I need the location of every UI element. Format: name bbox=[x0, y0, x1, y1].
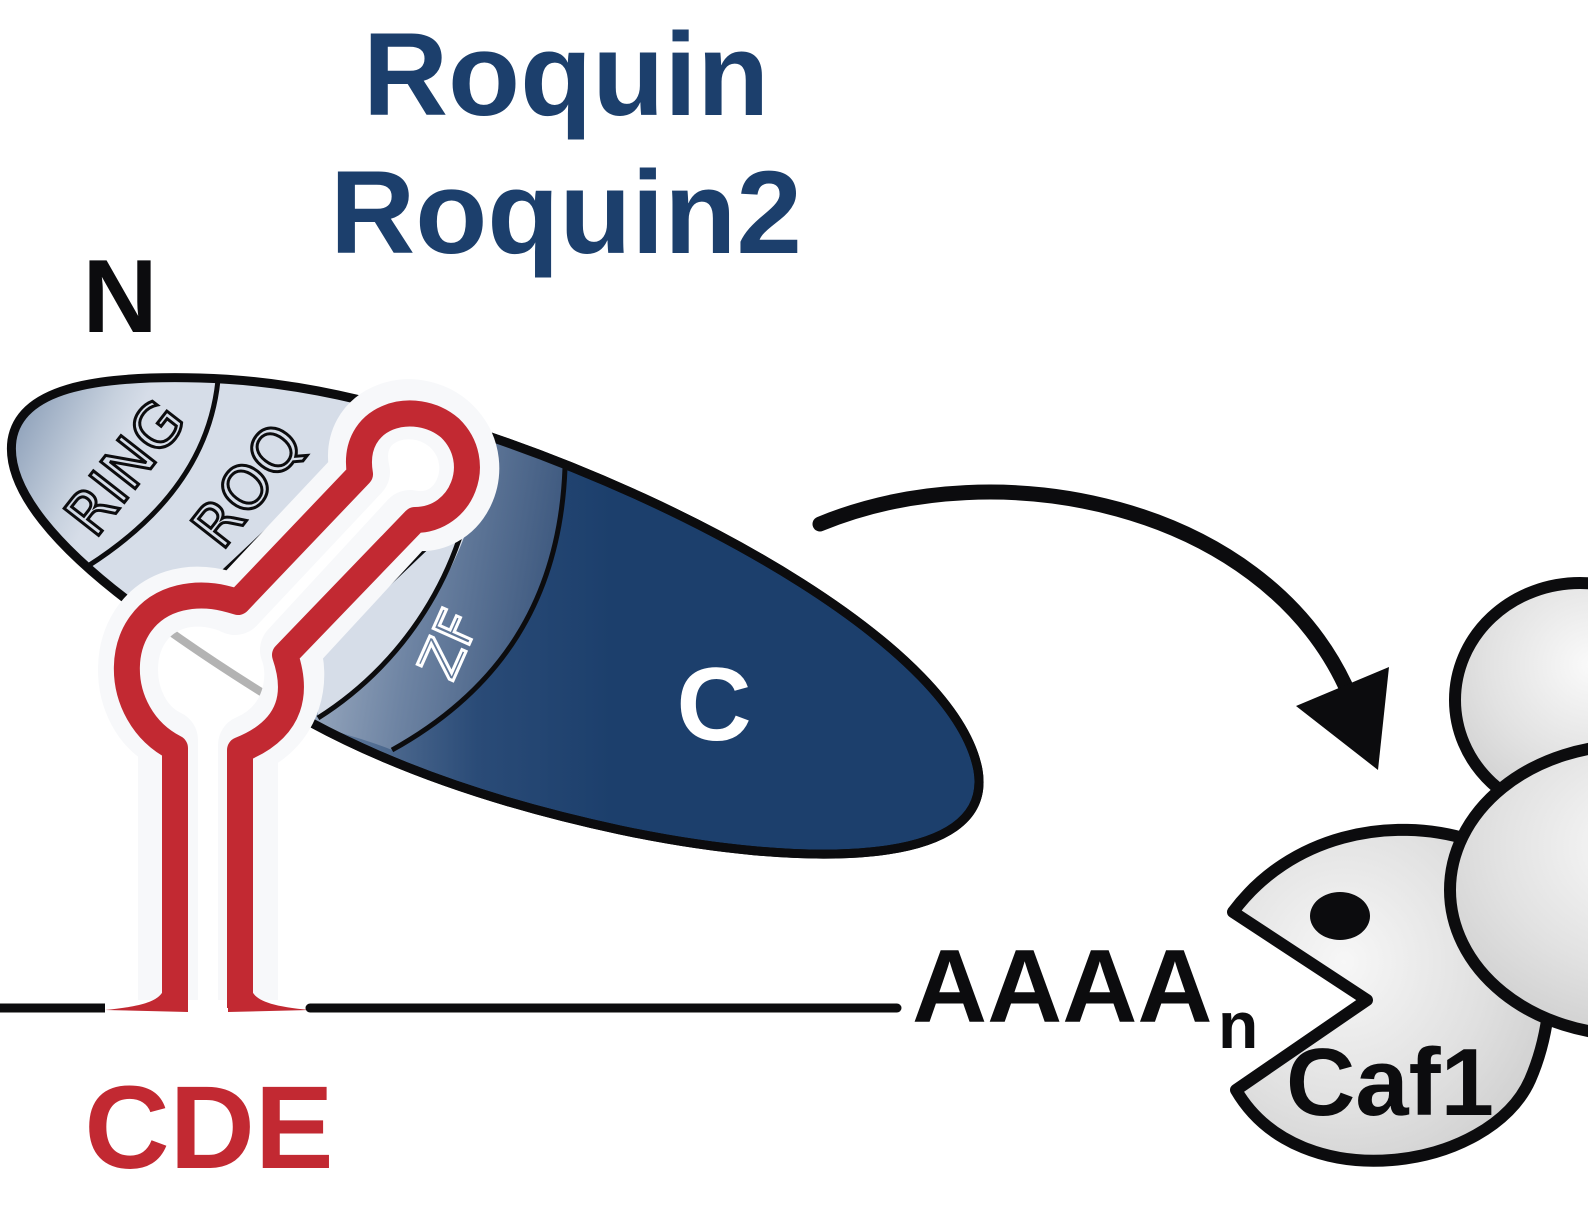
roquin-protein: RING ROQ ZF C bbox=[6, 373, 984, 859]
curved-arrow-icon bbox=[812, 484, 1389, 770]
polya-subscript: n bbox=[1218, 988, 1258, 1062]
roquin-outline bbox=[307, 425, 984, 859]
caf1-label: Caf1 bbox=[1286, 1029, 1494, 1136]
polya-label: AAAA bbox=[912, 929, 1212, 1045]
n-terminus-label: N bbox=[82, 239, 157, 355]
title-line-2: Roquin2 bbox=[330, 147, 802, 279]
polya-letters: AAAA bbox=[912, 929, 1212, 1045]
zf-c-divider bbox=[390, 467, 568, 753]
cde-label: CDE bbox=[84, 1062, 333, 1194]
cde-base-right bbox=[228, 980, 310, 1012]
cde-base-left bbox=[105, 980, 188, 1012]
complex-subunit-middle bbox=[1444, 742, 1588, 1038]
ccr4-not-complex: Caf1 bbox=[1227, 577, 1588, 1167]
title-line-1: Roquin bbox=[363, 9, 769, 141]
eye-dot-icon bbox=[1310, 892, 1370, 940]
ring-roq-divider bbox=[86, 379, 221, 569]
c-terminus-label: C bbox=[676, 647, 751, 763]
cde-stem-loop bbox=[98, 379, 500, 1012]
roq-lower-region bbox=[312, 440, 482, 718]
cde-outline bbox=[113, 400, 480, 1008]
